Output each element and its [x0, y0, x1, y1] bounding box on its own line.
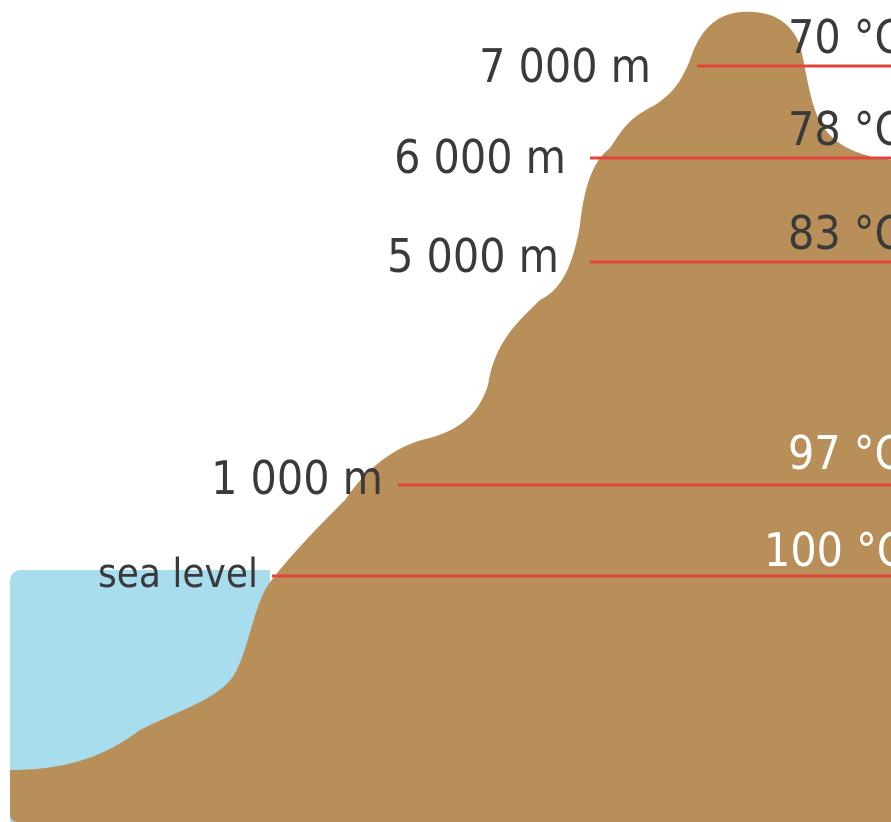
- mountain: [10, 11, 891, 822]
- temperature-label-78c: 78 °C: [788, 102, 891, 156]
- altitude-label-7000m: 7 000 m: [479, 39, 651, 93]
- temperature-label-100c: 100 °C: [764, 523, 891, 577]
- temperature-label-83c: 83 °C: [788, 206, 891, 260]
- temperature-label-70c: 70 °C: [788, 10, 891, 64]
- temperature-label-97c: 97 °C: [788, 426, 891, 480]
- altitude-label-6000m: 6 000 m: [394, 130, 566, 184]
- altitude-label-sea-level: sea level: [98, 551, 258, 597]
- altitude-label-5000m: 5 000 m: [387, 229, 559, 283]
- altitude-label-1000m: 1 000 m: [211, 451, 383, 505]
- level-lines: [272, 64, 891, 578]
